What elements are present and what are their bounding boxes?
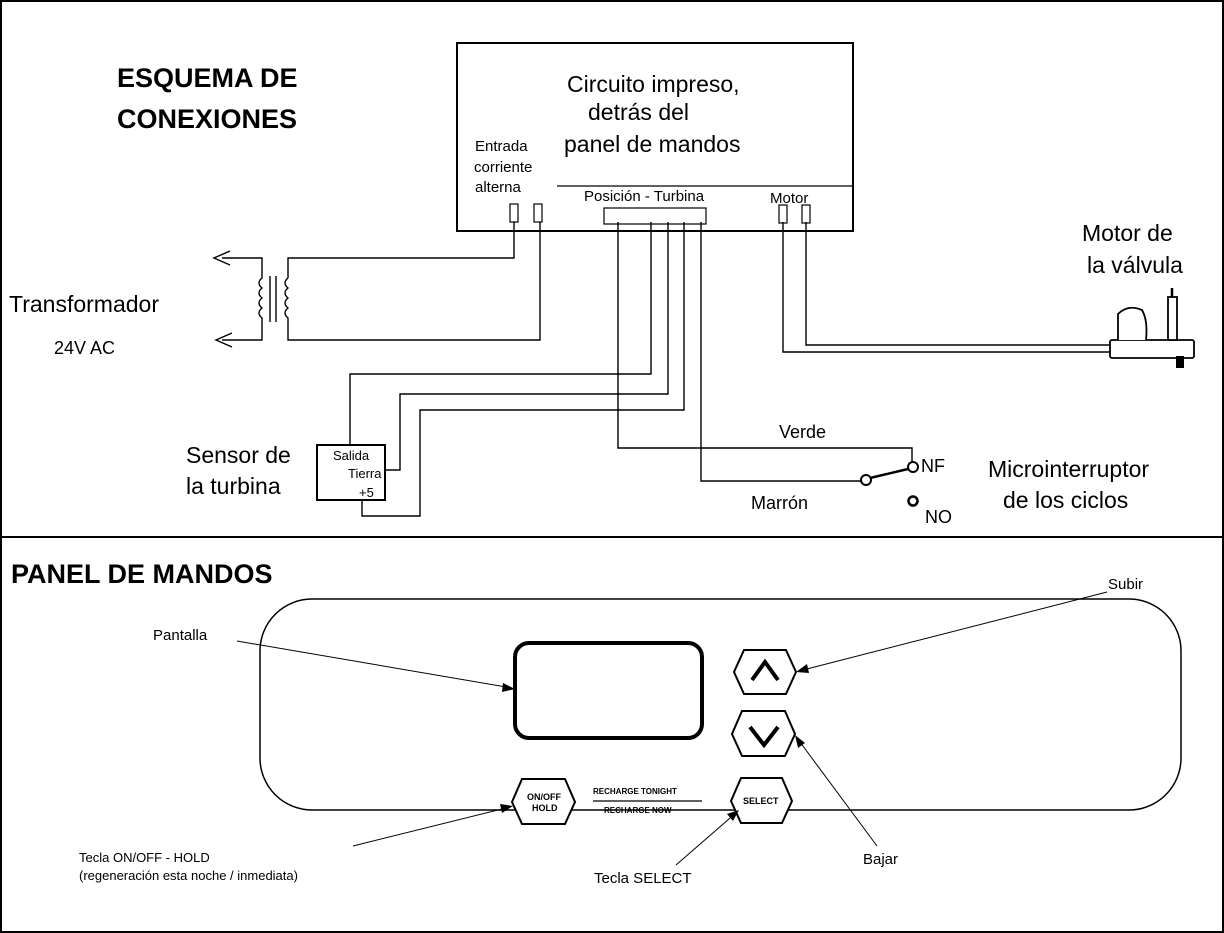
secondary-top-lead (287, 222, 515, 278)
board-title-line2: detrás del (588, 99, 689, 125)
callout-onoff-arrow (500, 804, 513, 813)
transformer-voltage: 24V AC (54, 338, 115, 358)
callout-onoff-label-line2: (regeneración esta noche / inmediata) (79, 868, 298, 883)
wire-sensor-power (361, 222, 685, 517)
onoff-button-shape[interactable] (510, 778, 577, 825)
board-title-line1: Circuito impreso, (567, 71, 740, 97)
ac-connector-pin-2 (533, 203, 543, 223)
switch-nf-label: NF (921, 456, 945, 476)
ac-connector-pin-1 (509, 203, 519, 223)
select-button[interactable]: SELECT (729, 777, 794, 824)
chevron-up-icon (750, 658, 780, 682)
callout-down-label: Bajar (863, 851, 898, 868)
position-turbine-label: Posición - Turbina (584, 188, 705, 205)
motor-body (1117, 306, 1148, 341)
microswitch-label-line2: de los ciclos (1003, 487, 1128, 513)
section-title-line2: CONEXIONES (117, 104, 297, 134)
board-title-line3: panel de mandos (564, 131, 740, 157)
wire-motor-1 (782, 222, 1112, 353)
callout-select-label: Tecla SELECT (594, 870, 692, 887)
arrow-head-top (212, 250, 231, 266)
callout-up-arrow (796, 664, 809, 673)
motor-base (1109, 339, 1195, 359)
callout-select-leader (675, 811, 738, 866)
circuit-board: Circuito impreso, detrás del panel de ma… (456, 42, 854, 232)
up-button[interactable] (732, 649, 798, 695)
callout-up-label: Subir (1108, 576, 1143, 593)
cycle-microswitch: NF NO Verde Marrón Microinterruptor de l… (751, 422, 1149, 527)
down-button[interactable] (730, 710, 797, 757)
panel-title: PANEL DE MANDOS (11, 559, 273, 589)
switch-nf-contact (907, 461, 919, 473)
wire-motor-2 (805, 222, 1112, 346)
switch-common-contact (860, 474, 872, 486)
onoff-hold-button[interactable]: ON/OFF HOLD (510, 778, 577, 825)
ac-input-label-line2: corriente (474, 159, 532, 176)
motor-shaft (1167, 296, 1178, 341)
motor-connector-label: Motor (770, 190, 808, 207)
wire-brown-label: Marrón (751, 493, 808, 513)
ac-input-label-line1: Entrada (475, 138, 528, 155)
recharge-tonight-label: RECHARGE TONIGHT (593, 787, 677, 796)
valve-motor-label-line1: Motor de (1082, 220, 1173, 246)
select-button-shape[interactable] (729, 777, 794, 824)
motor-connector-pin-1 (778, 204, 788, 224)
valve-motor-label-line2: la válvula (1087, 252, 1183, 278)
up-button-shape[interactable] (732, 649, 798, 695)
secondary-coil (284, 222, 541, 341)
callout-select-arrow (727, 810, 739, 821)
primary-coil (222, 257, 264, 341)
wire-sensor-ground (385, 222, 669, 471)
callout-onoff-leader (352, 806, 511, 847)
callout-down-arrow (795, 735, 805, 748)
sensor-pin-output: Salida (333, 448, 370, 463)
callout-up-leader (798, 591, 1108, 672)
wire-brown (700, 222, 864, 482)
wire-green-label: Verde (779, 422, 826, 442)
sensor-pin-power: +5 (359, 485, 374, 500)
sensor-label-line1: Sensor de (186, 442, 291, 468)
callout-down-leader (796, 737, 878, 847)
transformer-label: Transformador (9, 291, 159, 317)
transformer: Transformador 24V AC (9, 222, 541, 358)
down-button-shape[interactable] (730, 710, 797, 757)
switch-no-label: NO (925, 507, 952, 527)
switch-no-contact (907, 495, 919, 507)
control-panel-outline (259, 598, 1182, 811)
motor-foot (1176, 356, 1184, 368)
sensor-box (316, 444, 386, 501)
valve-motor: Motor de la válvula (1082, 220, 1195, 368)
board-outline (456, 42, 854, 232)
recharge-now-label: RECHARGE NOW (604, 806, 672, 815)
position-turbine-connector (603, 207, 707, 225)
turbine-sensor: Salida Tierra +5 Sensor de la turbina (186, 442, 386, 501)
select-button-label: SELECT (743, 796, 779, 806)
section-title-line1: ESQUEMA DE (117, 63, 298, 93)
wire-sensor-output (349, 222, 652, 445)
onoff-button-label-line1: ON/OFF (527, 792, 561, 802)
callout-onoff-label-line1: Tecla ON/OFF - HOLD (79, 850, 210, 865)
callout-screen-arrow (502, 683, 515, 692)
switch-lever (869, 467, 909, 480)
callout-screen-leader (236, 640, 513, 689)
sensor-label-line2: la turbina (186, 473, 281, 499)
wire-green (617, 222, 913, 466)
display-screen (513, 641, 704, 740)
motor-connector-pin-2 (801, 204, 811, 224)
microswitch-label-line1: Microinterruptor (988, 456, 1149, 482)
onoff-button-label-line2: HOLD (532, 803, 558, 813)
chevron-down-icon (748, 725, 780, 749)
sensor-pin-ground: Tierra (348, 466, 382, 481)
ac-input-label-line3: alterna (475, 179, 522, 196)
arrow-head-bottom (214, 332, 233, 348)
callout-screen-label: Pantalla (153, 627, 208, 644)
